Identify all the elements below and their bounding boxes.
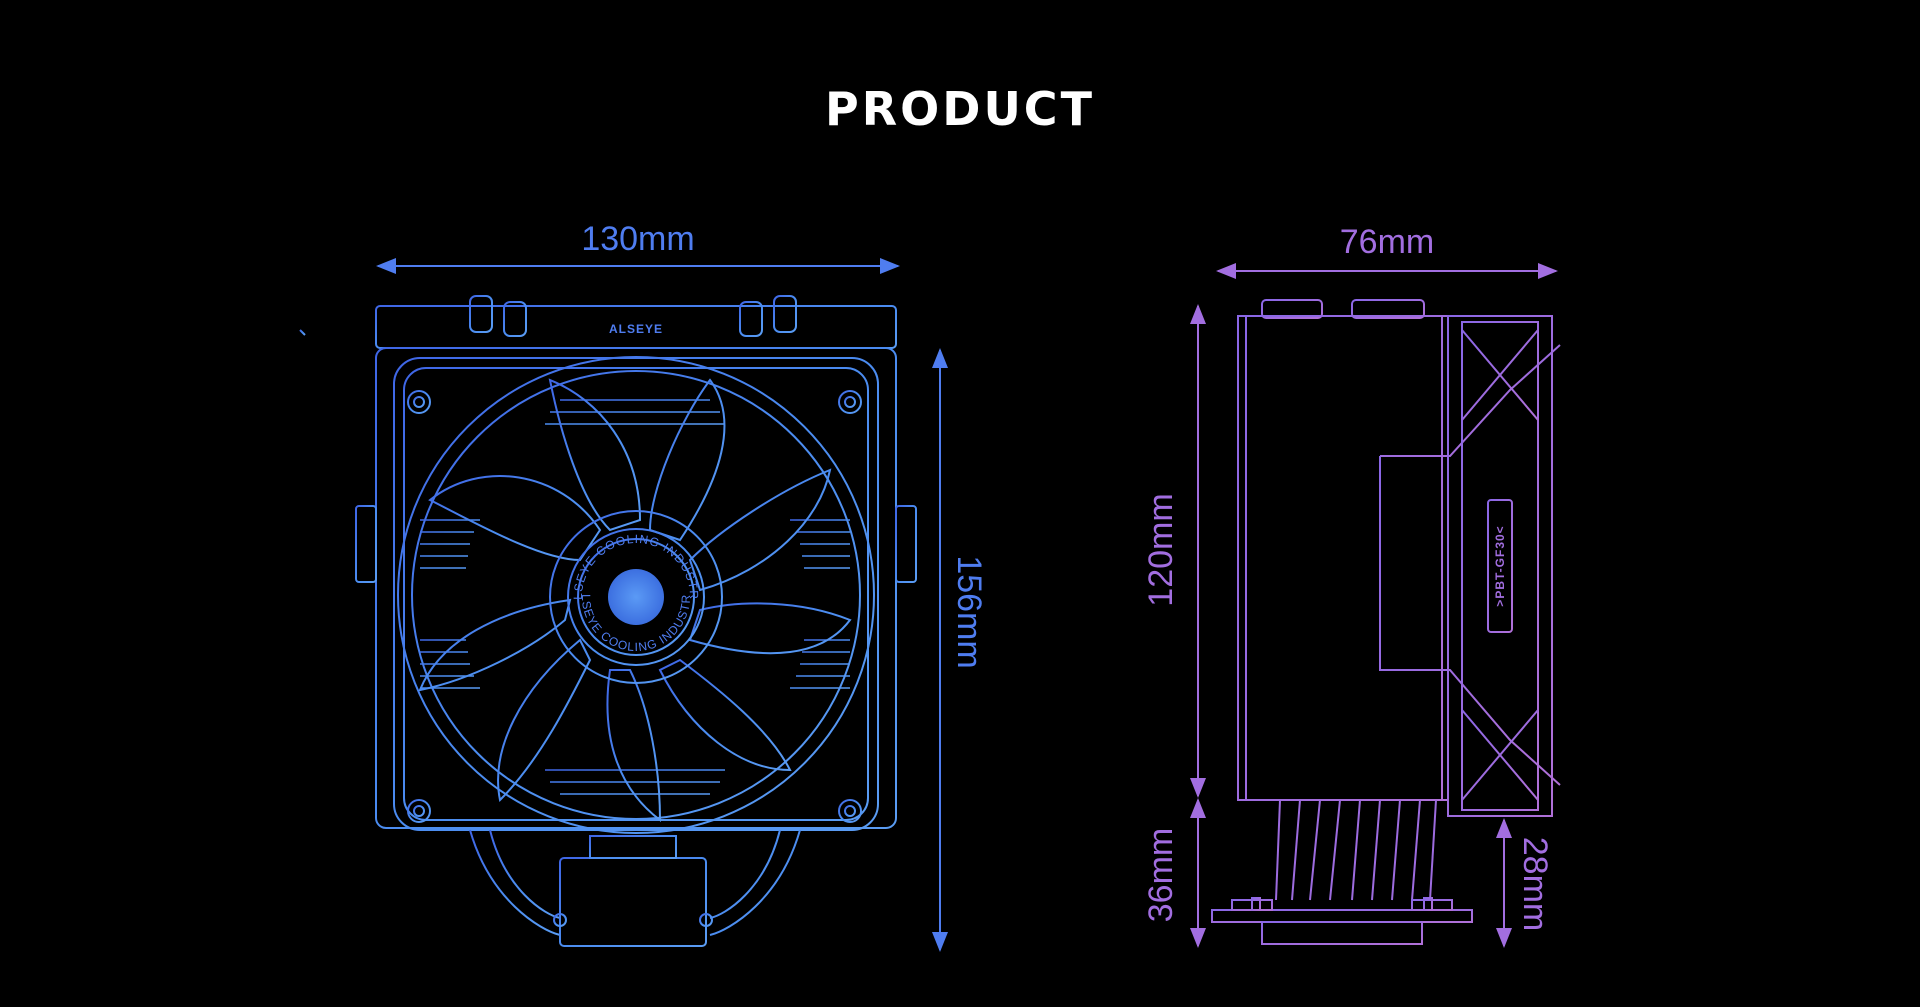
page-title: PRODUCT xyxy=(825,82,1095,136)
fan-model-label: >PBT-GF30< xyxy=(1493,525,1507,606)
front-height-label: 156mm xyxy=(950,555,988,668)
brand-mark: ALSEYE xyxy=(609,322,663,336)
clearance-label: 28mm xyxy=(1516,837,1554,931)
fin-stack xyxy=(1237,315,1449,801)
fan-hub xyxy=(549,510,723,684)
heatpipe-caps xyxy=(1261,299,1425,319)
side-height-label: 120mm xyxy=(1142,493,1180,606)
side-view: 76mm 120mm 36mm 28mm xyxy=(1142,223,1561,948)
side-height-dimension: 120mm xyxy=(1142,304,1206,798)
fan-blades xyxy=(418,378,852,823)
base-height-label: 36mm xyxy=(1142,828,1180,922)
fan-side-profile xyxy=(1447,315,1553,817)
front-view: 130mm 156mm xyxy=(0,0,988,952)
cooler-base xyxy=(469,829,801,947)
side-width-label: 76mm xyxy=(1340,223,1434,261)
hub-text-top: ALSEYE COOLING INDUSTRY xyxy=(0,0,701,600)
front-width-label: 130mm xyxy=(581,220,694,258)
side-width-dimension: 76mm xyxy=(1216,223,1558,279)
fan-frame xyxy=(393,356,879,834)
mounting-base-side xyxy=(1211,897,1473,945)
clearance-dimension: 28mm xyxy=(1496,818,1554,948)
hub-center-cap xyxy=(608,569,664,625)
fan-clip xyxy=(1359,344,1561,786)
base-height-dimension: 36mm xyxy=(1142,798,1206,948)
front-width-dimension: 130mm xyxy=(376,220,900,274)
heatsink-body xyxy=(355,347,917,829)
heatpipes-side xyxy=(1261,799,1437,901)
top-plate xyxy=(299,295,897,349)
fin-lines xyxy=(1248,318,1448,800)
front-height-dimension: 156mm xyxy=(932,348,988,952)
